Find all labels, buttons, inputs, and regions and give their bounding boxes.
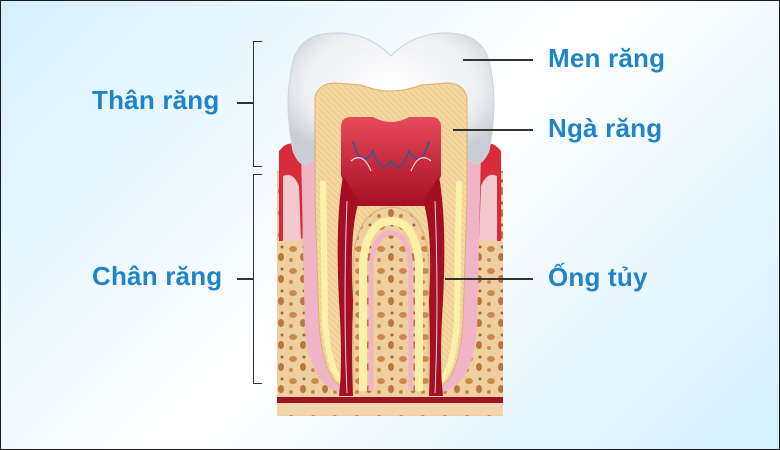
crown-bracket — [253, 41, 262, 167]
root-leader-line — [237, 278, 253, 280]
crown-leader-line — [237, 102, 253, 104]
root-canal-left — [337, 176, 359, 396]
root-canal-leader-line — [445, 278, 533, 280]
label-dentin: Ngà răng — [548, 113, 663, 143]
label-root-canal: Ống tủy — [548, 262, 648, 292]
enamel-leader-line — [463, 59, 533, 61]
root-canal-right — [423, 176, 445, 396]
label-crown: Thân răng — [92, 85, 220, 115]
label-root: Chân răng — [92, 261, 223, 291]
dentin-leader-line — [453, 129, 533, 131]
root-bracket — [253, 174, 262, 384]
label-enamel: Men răng — [548, 43, 666, 73]
